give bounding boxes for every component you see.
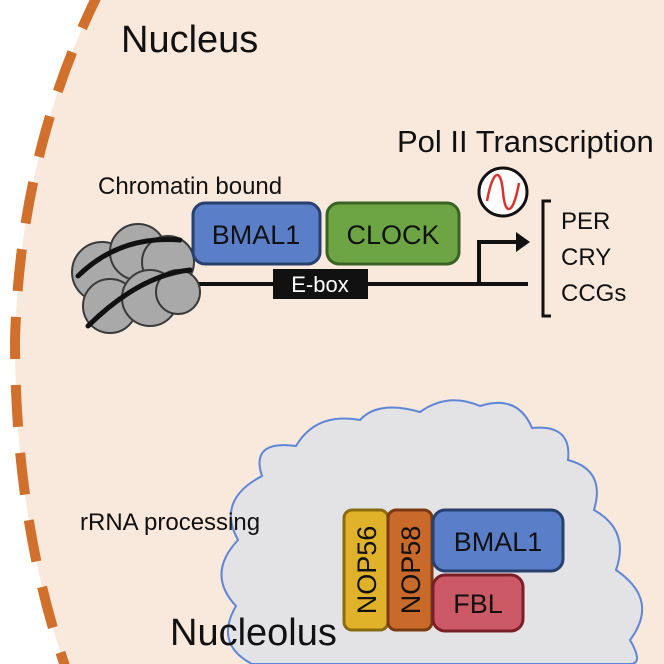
- nucleus-label: Nucleus: [121, 19, 258, 61]
- nucleolus-label: Nucleolus: [170, 612, 337, 654]
- bmal1-label: BMAL1: [212, 220, 301, 250]
- fbl-label: FBL: [453, 589, 503, 619]
- target-gene-bracket: [541, 199, 551, 318]
- nop56-label: NOP56: [352, 526, 382, 615]
- sine-wave-icon: [485, 173, 521, 211]
- nop58-label: NOP58: [396, 526, 426, 615]
- pol2-transcription-label: Pol II Transcription: [397, 124, 654, 159]
- target-gene-cry: CRY: [561, 244, 611, 271]
- target-gene-per: PER: [561, 208, 610, 235]
- bmal1-box: [191, 201, 322, 266]
- chromatin-fiber: [75, 236, 193, 329]
- ebox-label: E-box: [291, 272, 348, 297]
- clock-box: [325, 201, 461, 266]
- nucleolar-bmal1-label: BMAL1: [454, 527, 543, 557]
- nuclear-envelope: [9, 0, 101, 664]
- ebox-box: [273, 269, 368, 299]
- transcription-start-arrow: [477, 240, 518, 284]
- target-gene-ccgs: CCGs: [561, 280, 626, 307]
- fbl-box: [431, 573, 525, 633]
- rrna-processing-label: rRNA processing: [80, 509, 260, 536]
- clock-label: CLOCK: [346, 220, 439, 250]
- nucleosome-cluster: [71, 223, 201, 334]
- chromatin-bound-label: Chromatin bound: [98, 173, 282, 200]
- nop58-box: [386, 508, 434, 632]
- nucleolar-bmal1-box: [431, 508, 565, 573]
- arrow-head: [516, 232, 530, 252]
